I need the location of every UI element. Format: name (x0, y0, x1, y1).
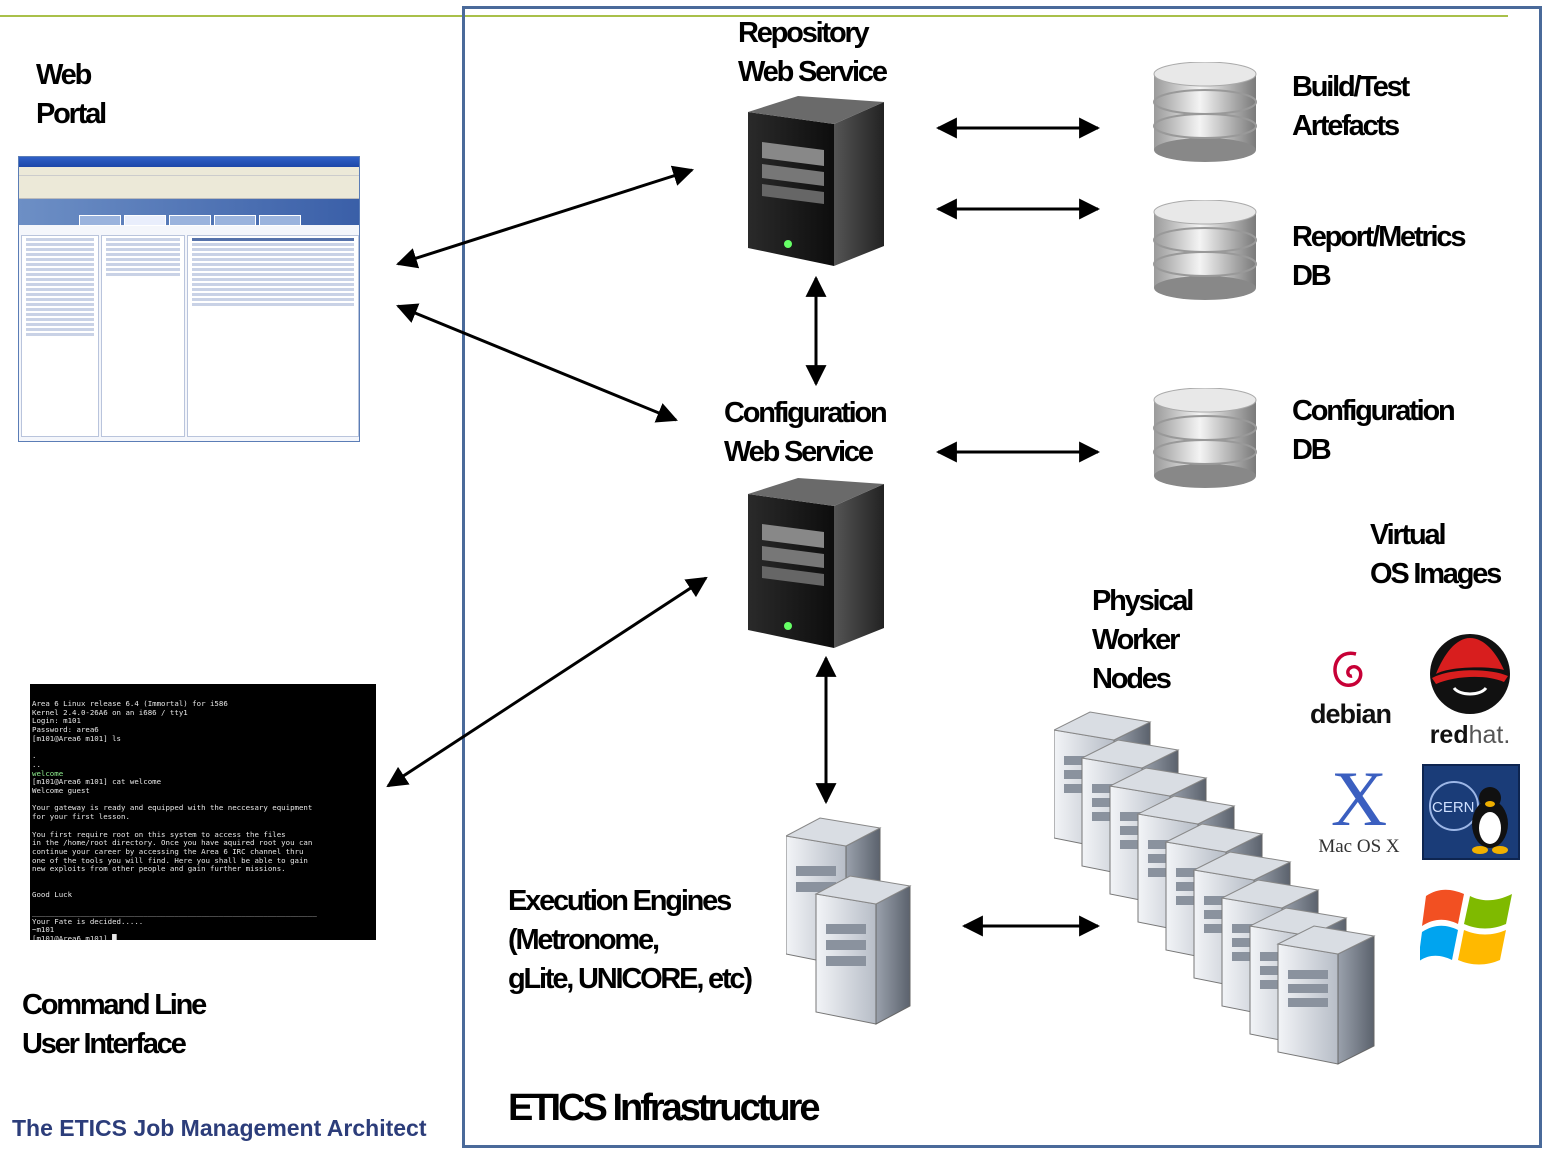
terminal-line: Good Luck (32, 890, 73, 900)
report-metrics-label: Report/Metrics DB (1292, 221, 1466, 292)
database-icon (1153, 200, 1257, 300)
redhat-shadowman-icon (1430, 634, 1510, 714)
redhat-logo: redhat. (1420, 630, 1520, 749)
terminal-line: Login: m101 (32, 716, 81, 726)
cli-label: Command Line User Interface (22, 989, 207, 1060)
cern-tux-icon: CERN (1429, 781, 1508, 854)
arrow-portal-configuration (396, 303, 678, 423)
infrastructure-label: ETICS Infrastructure (508, 1087, 821, 1129)
terminal-line: Your Fate is decided..... (32, 916, 144, 926)
database-icon (1153, 388, 1257, 488)
terminal-line: continue your career by accessing the Ar… (32, 846, 304, 856)
footer-title: The ETICS Job Management Architect (12, 1115, 427, 1141)
terminal-line: ~m101 (32, 925, 55, 935)
terminal-line: Password: area6 (32, 725, 99, 735)
terminal-line: Kernel 2.4.0-26A6 on an i686 / tty1 (32, 707, 188, 717)
repository-ws-label: Repository Web Service (738, 17, 888, 88)
execution-engines-label: Execution Engines (Metronome, gLite, UNI… (508, 885, 753, 995)
database-icon (1153, 62, 1257, 162)
terminal-line: Your gateway is ready and equipped with … (32, 803, 313, 813)
debian-logo: debian (1310, 644, 1392, 734)
build-test-label: Build/Test Artefacts (1292, 71, 1410, 142)
terminal-line: [m101@Area6 m101] cat welcome (32, 777, 162, 787)
top-rule (0, 15, 1508, 17)
terminal-line: You first require root on this system to… (32, 829, 286, 839)
configuration-db-label: Configuration DB (1292, 395, 1456, 466)
debian-swirl-icon (1333, 651, 1363, 687)
terminal-line: one of the tools you will find. Here you… (32, 855, 308, 865)
web-portal-label: Web Portal (36, 59, 107, 130)
svg-text:CERN: CERN (1432, 799, 1475, 816)
arrow-portal-repository (395, 165, 695, 269)
windows-logo (1420, 889, 1512, 965)
terminal-line: welcome (32, 768, 64, 778)
terminal-line: [m101@Area6 m101] █ (32, 933, 117, 940)
terminal-line: for your first lesson. (32, 812, 130, 822)
terminal-line: new exploits from other people and gain … (32, 864, 286, 874)
server-icon (748, 478, 884, 648)
terminal-line: .. (32, 759, 41, 769)
arrow-cli-configuration (386, 576, 708, 788)
terminal-line: in the /home/root directory. Once you ha… (32, 838, 313, 848)
command-line-terminal: Area 6 Linux release 6.4 (Immortal) for … (30, 684, 376, 940)
macosx-logo: X Mac OS X (1318, 755, 1400, 858)
terminal-line: . (32, 751, 37, 761)
terminal-line: Area 6 Linux release 6.4 (Immortal) for … (32, 699, 228, 708)
terminal-text: Area 6 Linux release 6.4 (Immortal) for … (32, 699, 376, 940)
worker-node-stack (1054, 711, 1375, 1065)
virtual-os-label: Virtual OS Images (1370, 519, 1502, 590)
terminal-line: [m101@Area6 m101] ls (32, 733, 121, 743)
terminal-line: ________________________________________… (32, 907, 317, 917)
cern-linux-logo: CERN (1422, 764, 1520, 860)
configuration-ws-label: Configuration Web Service (724, 397, 888, 468)
physical-nodes-label: Physical Worker Nodes (1092, 585, 1194, 695)
web-portal-screenshot (18, 156, 360, 442)
terminal-line: Welcome guest (32, 786, 90, 796)
worker-node-icon (1277, 925, 1375, 1065)
server-icon (748, 96, 884, 266)
worker-node-icon (786, 817, 912, 1025)
